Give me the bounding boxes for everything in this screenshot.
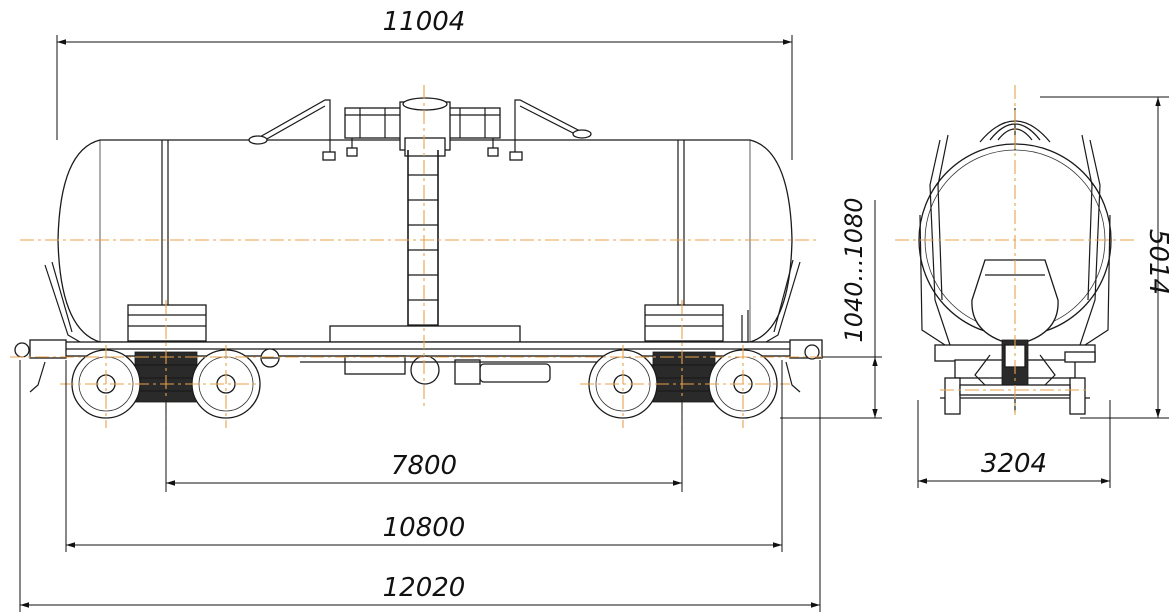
side-view: [10, 85, 830, 430]
dim-overall-body-length: 11004: [383, 7, 466, 37]
dim-width: 3204: [981, 449, 1047, 479]
dim-frame-length: 10800: [383, 513, 466, 543]
end-view: [895, 85, 1135, 415]
bogie-right: [588, 349, 778, 419]
dimension-lines: [19, 35, 1169, 612]
tank-saddles: [127, 304, 724, 343]
dim-coupler-height: 1040...1080: [840, 197, 868, 342]
dim-bogie-center-distance: 7800: [391, 451, 457, 481]
handrails: [248, 99, 592, 161]
dim-length-over-couplers: 12020: [383, 573, 466, 603]
ladder: [407, 150, 439, 350]
dim-height: 5014: [1143, 229, 1169, 295]
top-platform: [344, 97, 501, 157]
